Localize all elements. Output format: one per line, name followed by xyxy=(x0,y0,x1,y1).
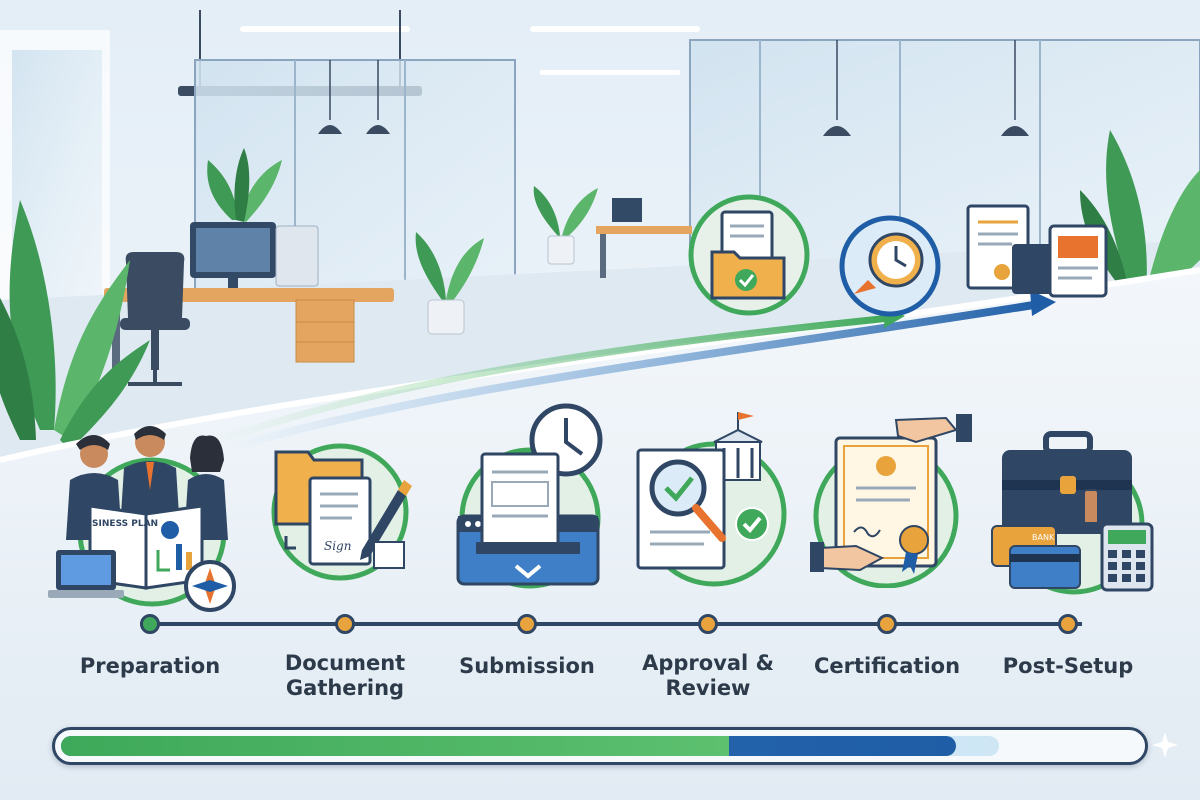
step-label-1: Preparation xyxy=(79,654,221,678)
folder-check-icon xyxy=(688,194,810,316)
rocket-clock-icon xyxy=(839,215,941,317)
step-label-2: Document Gathering xyxy=(284,651,406,700)
plant-left xyxy=(0,200,150,450)
certificate-handover-icon xyxy=(810,414,972,588)
certificate-laptop-icon xyxy=(966,204,1108,298)
timeline-dot-3 xyxy=(517,614,537,634)
sparkle-icon xyxy=(1152,732,1178,758)
submission-tray-icon xyxy=(456,403,603,589)
plant-desk xyxy=(207,148,282,222)
timeline-dot-1 xyxy=(140,614,160,634)
timeline-dot-5 xyxy=(877,614,897,634)
step-label-3: Submission xyxy=(459,654,595,678)
signature-text: Sign xyxy=(324,539,351,553)
business-plan-icon: BUSINESS PLAN xyxy=(48,426,236,612)
timeline-dot-2 xyxy=(335,614,355,634)
documents-pen-icon: Sign xyxy=(271,443,412,581)
business-plan-text: BUSINESS PLAN xyxy=(78,519,158,529)
progress-bar xyxy=(52,727,1148,765)
progress-fill-green xyxy=(61,736,729,756)
timeline-dot-4 xyxy=(698,614,718,634)
plant-office xyxy=(533,186,598,265)
step-label-5: Certification xyxy=(813,654,961,678)
plant-pot-middle xyxy=(415,232,484,335)
bank-card-text: BANK xyxy=(1032,533,1055,542)
timeline-dot-6 xyxy=(1058,614,1078,634)
step-label-4: Approval & Review xyxy=(642,651,774,700)
approval-magnifier-icon xyxy=(636,412,787,587)
briefcase-finance-icon: BANK xyxy=(991,431,1154,595)
step-label-6: Post-Setup xyxy=(1002,654,1134,678)
